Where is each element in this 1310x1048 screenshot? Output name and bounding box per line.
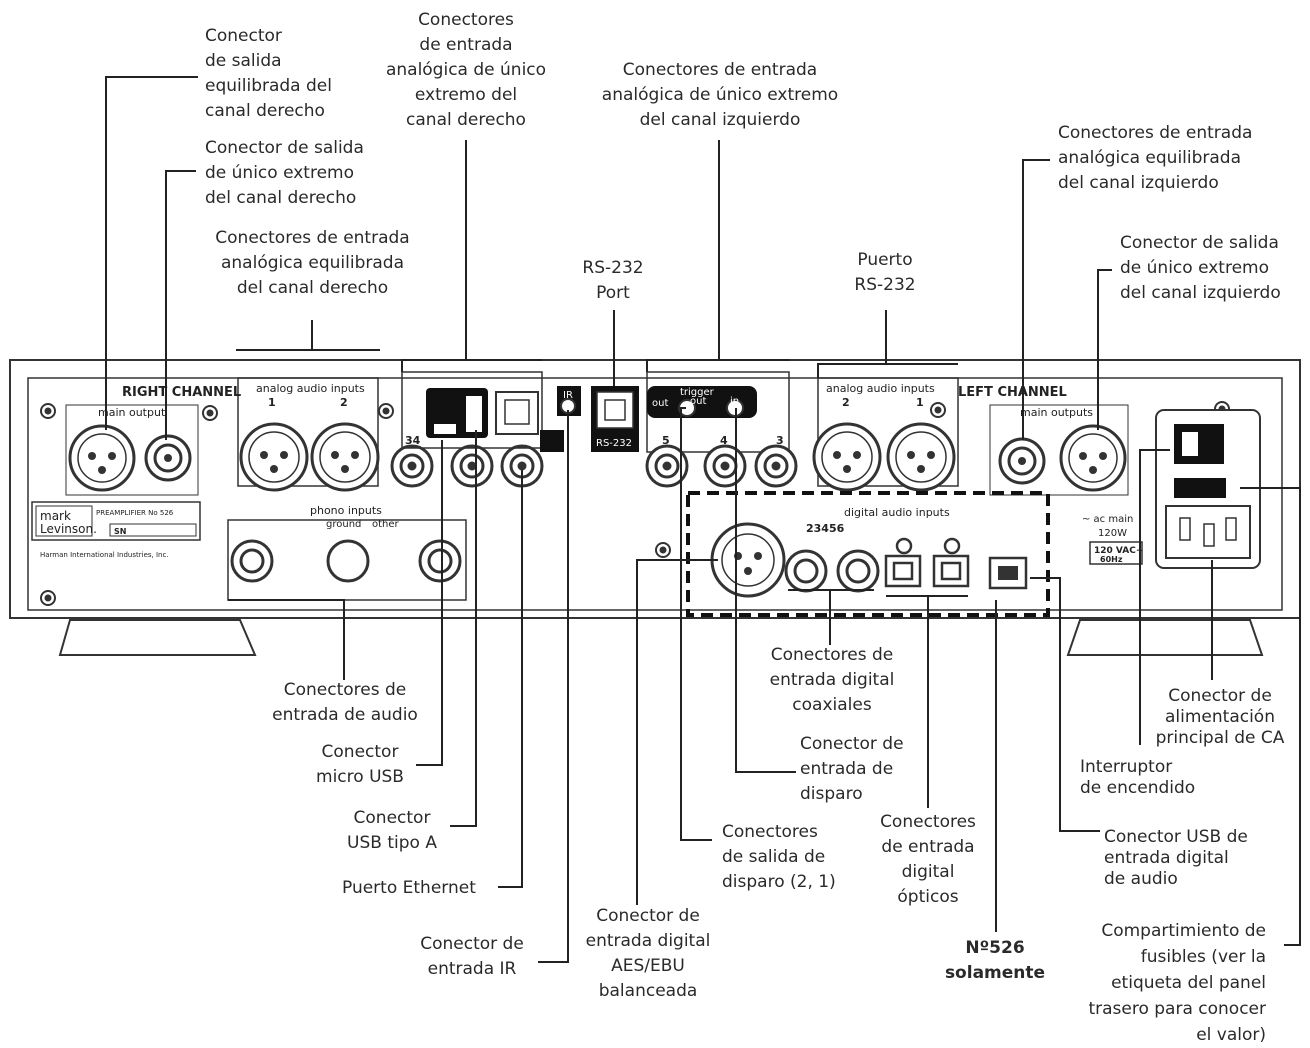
xlr-in-right-1 [239, 422, 309, 492]
volts-label: 120 VAC~ [1094, 546, 1143, 556]
screws [40, 401, 1230, 606]
xlr-out-right [68, 424, 136, 492]
callout-power-switch: Interruptor de encendido [1080, 757, 1196, 798]
num-r1: 1 [268, 396, 276, 409]
xlr-out-left [1059, 424, 1127, 492]
hz-label: 60Hz [1100, 555, 1123, 564]
brand-mark: mark [40, 509, 71, 523]
other-label: other [372, 519, 400, 530]
callout-micro-usb: Conector micro USB [316, 742, 404, 787]
analog-inputs-right-label: analog audio inputs [256, 382, 365, 395]
trigger-out2-label: out [690, 396, 706, 407]
num-5: 5 [662, 434, 670, 447]
ir-panel-label: IR [563, 390, 573, 401]
rs232-panel-label: RS-232 [596, 438, 632, 449]
right-channel-label: RIGHT CHANNEL [122, 385, 241, 400]
callout-fuse: Compartimiento de fusibles (ver la etiqu… [1088, 921, 1266, 1045]
coax-inputs [784, 549, 880, 593]
analog-inputs-left-label: analog audio inputs [826, 382, 935, 395]
trigger-label: trigger [680, 387, 715, 398]
left-foot [58, 619, 257, 656]
ethernet-port [495, 391, 539, 435]
callout-usb-a: Conector USB tipo A [347, 808, 437, 853]
num-l1: 1 [916, 396, 924, 409]
callout-coax-inputs: Conectores de entrada digital coaxiales [769, 645, 895, 715]
num-3: 3 [776, 434, 784, 447]
xlr-in-right-2 [310, 422, 380, 492]
rca-out-right [144, 434, 192, 482]
callout-ac-power: Conector de alimentación principal de CA [1155, 686, 1285, 748]
callout-aes-ebu: Conector de entrada digital AES/EBU bala… [585, 906, 711, 1001]
callout-ir-input: Conector de entrada IR [420, 934, 524, 979]
num-34: 34 [405, 434, 421, 447]
callout-usb-digital: Conector USB de entrada digital de audio [1104, 827, 1248, 889]
callout-rs232-puerto: Puerto RS-232 [854, 250, 916, 295]
power-switch [1174, 424, 1224, 464]
trigger-in-label: in [730, 396, 739, 407]
right-foot [1066, 619, 1264, 656]
callout-optical-inputs: Conectores de entrada digital ópticos [880, 812, 976, 907]
callout-trigger-outputs: Conectores de salida de disparo (2, 1) [722, 822, 836, 892]
callout-model-only: Nº526 solamente [944, 938, 1046, 983]
digital-inputs-box [686, 491, 1050, 617]
callout-lc-se-output: Conector de salida de único extremo del … [1120, 233, 1281, 303]
leader-lines [105, 76, 1301, 963]
left-channel-label: LEFT CHANNEL [958, 385, 1067, 400]
callout-trigger-input: Conector de entrada de disparo [800, 734, 904, 804]
usb-b-input [988, 556, 1028, 590]
callout-rc-se-inputs: Conectores de entrada analógica de único… [385, 10, 547, 130]
callout-rc-balanced-inputs: Conectores de entrada analógica equilibr… [215, 228, 410, 298]
xlr-in-left-2 [812, 422, 882, 492]
main-output-right-label: main output [98, 406, 166, 419]
sn-label: SN [114, 527, 126, 536]
trigger-out-label: out [652, 398, 668, 409]
brand-levinson: Levinson. [40, 522, 97, 536]
brand-label [31, 501, 201, 541]
callout-rc-se-output: Conector de salida de único extremo del … [205, 138, 364, 208]
main-outputs-left-label: main outputs [1020, 406, 1093, 419]
callout-ethernet: Puerto Ethernet [342, 878, 476, 898]
xlr-in-left-1 [886, 422, 956, 492]
brand-sub: PREAMPLIFIER No 526 [96, 509, 174, 517]
phono-inputs [230, 539, 462, 583]
aes-ebu-input [710, 522, 786, 598]
callout-rs232-port: RS-232 Port [582, 258, 644, 303]
rca-in-right [390, 444, 544, 488]
callout-lc-balanced-inputs: Conectores de entrada analógica equilibr… [1058, 123, 1253, 193]
digital-nums-label: 23456 [806, 522, 845, 535]
ac-main-label: ~ ac main [1082, 514, 1133, 525]
fuse-drawer [1174, 478, 1226, 498]
harman-label: Harman International Industries, Inc. [40, 551, 169, 559]
rca-in-left [645, 444, 798, 488]
digital-inputs-label: digital audio inputs [844, 506, 950, 519]
ground-label: ground [326, 519, 361, 530]
num-l2: 2 [842, 396, 850, 409]
callout-rc-balanced-output: Conector de salida equilibrada del canal… [205, 26, 332, 121]
callout-audio-inputs: Conectores de entrada de audio [272, 680, 418, 725]
num-4: 4 [720, 434, 728, 447]
optical-inputs [884, 537, 970, 588]
num-r2: 2 [340, 396, 348, 409]
rca-out-left [998, 437, 1046, 485]
phono-inputs-label: phono inputs [310, 504, 382, 517]
callout-lc-se-inputs: Conectores de entrada analógica de único… [601, 60, 839, 130]
watts-label: 120W [1098, 528, 1127, 539]
